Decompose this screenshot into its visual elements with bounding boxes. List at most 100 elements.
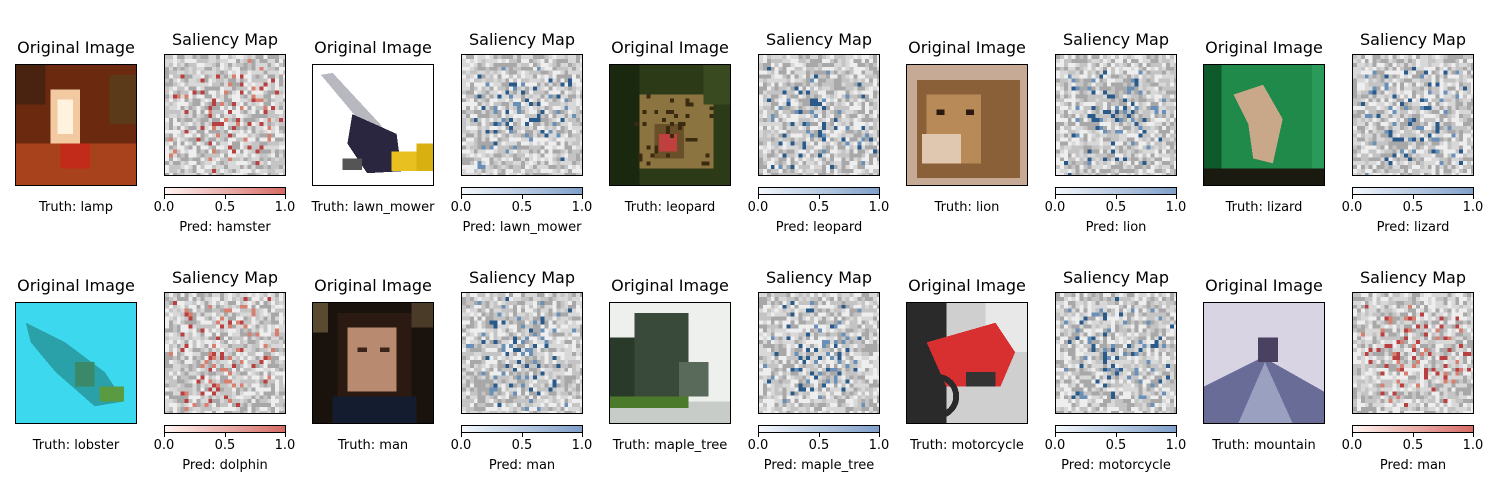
truth-label: Truth: lawn_mower <box>311 200 435 215</box>
colorbar-tick <box>758 433 759 437</box>
colorbar-tick <box>1413 433 1414 437</box>
colorbar-tick-label: 0.0 <box>153 438 175 453</box>
colorbar <box>1352 425 1474 433</box>
saliency-title: Saliency Map <box>172 30 278 49</box>
truth-label: Truth: motorcycle <box>910 438 1024 453</box>
truth-label: Truth: lobster <box>32 438 120 453</box>
colorbar-tick-label: 0.5 <box>1105 200 1127 215</box>
pred-label: Pred: hamster <box>179 220 271 235</box>
colorbar-tick-label: 0.5 <box>808 438 830 453</box>
original-title: Original Image <box>314 38 432 57</box>
original-image <box>312 64 434 186</box>
colorbar-tick <box>879 195 880 199</box>
colorbar-tick-label: 1.0 <box>868 438 890 453</box>
colorbar-tick-label: 1.0 <box>1462 438 1484 453</box>
colorbar-tick <box>879 433 880 437</box>
colorbar-tick <box>1413 195 1414 199</box>
colorbar-tick-label: 0.0 <box>747 438 769 453</box>
pred-label: Pred: maple_tree <box>763 458 875 473</box>
truth-label: Truth: mountain <box>1212 438 1316 453</box>
colorbar-tick-label: 0.5 <box>1105 438 1127 453</box>
truth-label: Truth: lizard <box>1225 200 1303 215</box>
colorbar-tick <box>225 433 226 437</box>
original-title: Original Image <box>908 276 1026 295</box>
original-image <box>15 302 137 424</box>
saliency-title: Saliency Map <box>172 268 278 287</box>
colorbar <box>1352 187 1474 195</box>
pred-label: Pred: motorcycle <box>1061 458 1171 473</box>
colorbar-tick <box>1473 195 1474 199</box>
original-title: Original Image <box>314 276 432 295</box>
saliency-map <box>461 292 583 414</box>
colorbar-tick <box>819 195 820 199</box>
saliency-map <box>1352 292 1474 414</box>
colorbar-tick <box>1055 195 1056 199</box>
colorbar-tick-label: 0.0 <box>1044 438 1066 453</box>
saliency-map <box>1352 54 1474 176</box>
pred-label: Pred: lion <box>1085 220 1147 235</box>
original-image <box>906 64 1028 186</box>
colorbar-tick <box>582 433 583 437</box>
colorbar-tick <box>522 195 523 199</box>
colorbar-tick-label: 0.0 <box>450 200 472 215</box>
saliency-title: Saliency Map <box>469 268 575 287</box>
colorbar-tick <box>1176 433 1177 437</box>
pred-label: Pred: man <box>1379 458 1447 473</box>
colorbar <box>1055 187 1177 195</box>
colorbar-tick <box>1473 433 1474 437</box>
saliency-title: Saliency Map <box>1063 30 1169 49</box>
truth-label: Truth: lamp <box>39 200 113 215</box>
colorbar-tick <box>1176 195 1177 199</box>
saliency-map <box>164 54 286 176</box>
colorbar-tick-label: 0.5 <box>214 438 236 453</box>
colorbar-tick-label: 0.5 <box>808 200 830 215</box>
saliency-map <box>758 54 880 176</box>
original-title: Original Image <box>17 276 135 295</box>
saliency-map <box>758 292 880 414</box>
colorbar-tick <box>164 433 165 437</box>
truth-label: Truth: man <box>337 438 409 453</box>
colorbar <box>758 187 880 195</box>
pred-label: Pred: dolphin <box>182 458 268 473</box>
colorbar-tick-label: 0.5 <box>1402 200 1424 215</box>
truth-label: Truth: lion <box>934 200 1000 215</box>
truth-label: Truth: leopard <box>624 200 716 215</box>
colorbar <box>461 187 583 195</box>
colorbar-tick-label: 1.0 <box>1165 438 1187 453</box>
colorbar-tick <box>1352 195 1353 199</box>
colorbar-tick <box>285 433 286 437</box>
colorbar-tick-label: 1.0 <box>274 200 296 215</box>
original-image <box>1203 64 1325 186</box>
colorbar-tick <box>819 433 820 437</box>
original-image <box>15 64 137 186</box>
saliency-title: Saliency Map <box>1360 30 1466 49</box>
truth-label: Truth: maple_tree <box>612 438 728 453</box>
colorbar-tick-label: 1.0 <box>571 200 593 215</box>
saliency-map <box>1055 292 1177 414</box>
saliency-map <box>164 292 286 414</box>
colorbar <box>164 425 286 433</box>
colorbar-tick <box>461 195 462 199</box>
original-title: Original Image <box>17 38 135 57</box>
colorbar-tick-label: 1.0 <box>1165 200 1187 215</box>
colorbar <box>758 425 880 433</box>
original-image <box>312 302 434 424</box>
original-image <box>609 302 731 424</box>
saliency-title: Saliency Map <box>766 268 872 287</box>
pred-label: Pred: leopard <box>775 220 863 235</box>
colorbar-tick <box>1352 433 1353 437</box>
original-title: Original Image <box>1205 38 1323 57</box>
saliency-title: Saliency Map <box>1360 268 1466 287</box>
